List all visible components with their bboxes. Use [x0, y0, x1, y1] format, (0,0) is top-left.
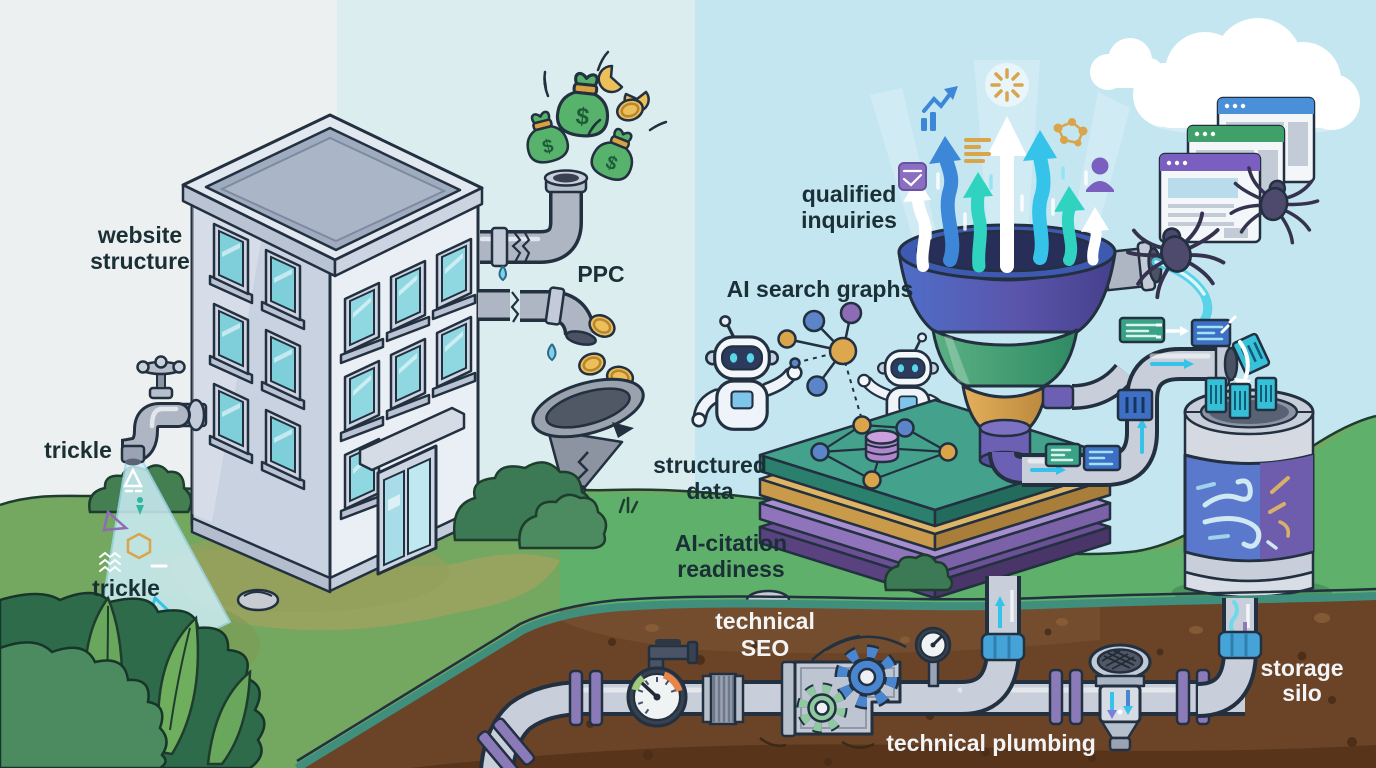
rock-icon: [236, 588, 280, 612]
gear-icon: [834, 644, 900, 710]
gear-pump: [759, 634, 907, 749]
trend-chart-icon: [921, 86, 958, 131]
silo-doodles: [1196, 476, 1291, 550]
labels: website structure trickle trickle PPC qu…: [44, 181, 1343, 756]
label-ai-search-graphs: AI search graphs: [727, 276, 914, 302]
ribbed-coupling: [701, 672, 745, 726]
data-chip-icon: [1044, 442, 1082, 468]
label-technical-seo: SEO: [741, 635, 790, 661]
browser-window-stack: [1158, 96, 1316, 244]
person-icon: [1086, 157, 1114, 192]
motion-arrow: [1156, 323, 1189, 339]
label-technical-plumbing: technical plumbing: [886, 730, 1096, 756]
underground-plumbing: [475, 576, 1263, 768]
label-website-structure: website: [97, 222, 182, 248]
website-building: [181, 113, 484, 594]
data-chip-icon: [1118, 316, 1166, 344]
foreground-plants: [0, 591, 266, 768]
starburst-icon: [985, 63, 1029, 107]
data-chip-icon: [1116, 388, 1154, 422]
database-icon: [864, 429, 900, 464]
label-qualified-inquiries: qualified: [802, 181, 897, 207]
label-qualified-inquiries: inquiries: [801, 207, 897, 233]
label-structured-data: structured: [653, 452, 767, 478]
ppc-pipe-lower: [478, 265, 597, 362]
pressure-gauge-icon: [914, 626, 952, 688]
faucet-assembly: [86, 355, 232, 643]
pressure-gauge-icon: [626, 639, 699, 728]
label-technical-seo: technical: [715, 608, 815, 634]
label-trickle-faucet: trickle: [44, 437, 112, 463]
data-pipeline: [988, 315, 1271, 487]
mail-badge-icon: [898, 162, 927, 191]
growth-arrows: [903, 116, 1109, 273]
drip-icon: [498, 265, 507, 282]
knowledge-graph-icon: [777, 301, 863, 421]
faucet-icon: [120, 355, 208, 466]
funnel-tier-green: [931, 328, 1079, 388]
label-structured-data: data: [686, 478, 734, 504]
document-lines-icon: [964, 138, 991, 163]
funnel-mid-outlet: [1041, 363, 1136, 410]
flow-arrows: [1030, 359, 1194, 475]
bushes: [452, 461, 954, 592]
label-trickle-stream: trickle: [92, 575, 160, 601]
label-storage-silo: silo: [1282, 680, 1322, 706]
label-storage-silo: storage: [1260, 655, 1343, 681]
label-ai-citation-readiness: readiness: [677, 556, 784, 582]
silo-drain-pipe: [1196, 598, 1263, 718]
data-chip-icon: [1204, 376, 1278, 420]
stack-drain-pipe: [960, 576, 1026, 716]
label-website-structure: structure: [90, 248, 190, 274]
gear-icon: [796, 682, 848, 734]
drain-filter-icon: [1088, 643, 1152, 752]
molecule-icon: [1053, 118, 1088, 147]
data-chip-icon: [1190, 318, 1232, 348]
entrance-door: [358, 406, 466, 576]
storage-silo: [1172, 376, 1332, 606]
data-chip-icon: [1082, 444, 1122, 472]
label-ai-citation-readiness: AI-citation: [675, 530, 787, 556]
motion-lines: [543, 50, 668, 138]
ppc-pipe-upper: [479, 169, 589, 268]
label-ppc: PPC: [577, 261, 624, 287]
drip-icon: [547, 343, 557, 362]
